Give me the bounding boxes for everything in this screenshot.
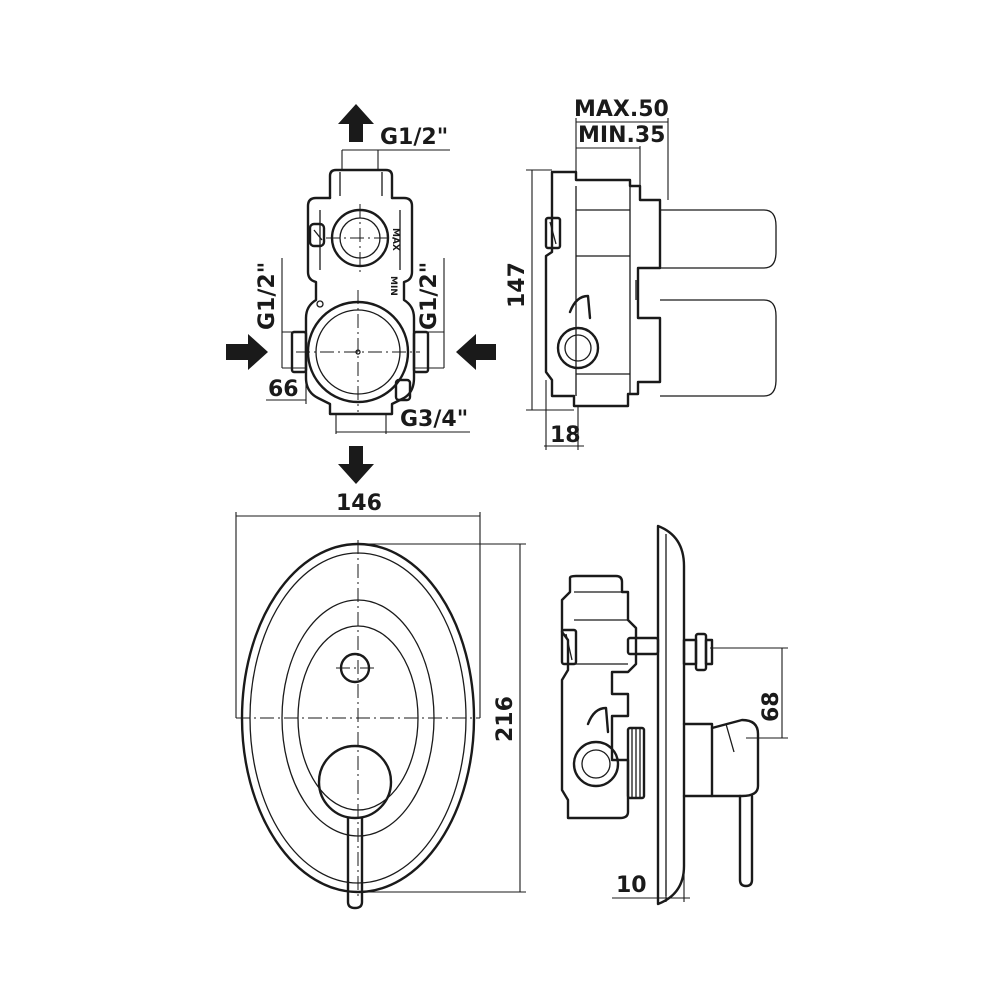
label-outlet-top: G1/2" — [380, 125, 448, 150]
label-outlet-bottom: G3/4" — [400, 407, 468, 432]
dim-216: 216 — [493, 696, 518, 742]
assembly-side-view — [560, 524, 760, 906]
front-view-dimensions: G1/2" G1/2" G1/2" 66 G3/4" — [255, 125, 470, 434]
dim-66: 66 — [268, 377, 299, 402]
trim-plate-front-view — [236, 540, 480, 910]
dim-146: 146 — [336, 491, 382, 516]
label-inlet-left: G1/2" — [255, 262, 280, 330]
dim-max-depth: MAX.50 — [574, 97, 669, 122]
arrow-left-icon — [456, 334, 496, 370]
body-front-view: MAX MIN — [290, 168, 430, 416]
dim-min-depth: MIN.35 — [578, 123, 665, 148]
body-side-view — [544, 170, 777, 408]
dim-68: 68 — [759, 691, 784, 722]
min-marking: MIN — [388, 276, 398, 296]
dim-18: 18 — [550, 423, 581, 448]
arrow-right-icon — [226, 334, 268, 370]
max-marking: MAX — [390, 228, 400, 251]
trim-plate-dimensions: 146 216 — [235, 491, 526, 893]
dim-10: 10 — [616, 873, 647, 898]
arrow-up-icon — [338, 104, 374, 142]
assembly-dimensions: 68 10 — [612, 647, 788, 902]
label-inlet-right: G1/2" — [417, 262, 442, 330]
side-view-dimensions: MAX.50 MIN.35 147 18 — [505, 97, 669, 450]
flow-arrows — [226, 104, 496, 484]
arrow-down-icon — [338, 446, 374, 484]
dim-147: 147 — [505, 262, 530, 308]
